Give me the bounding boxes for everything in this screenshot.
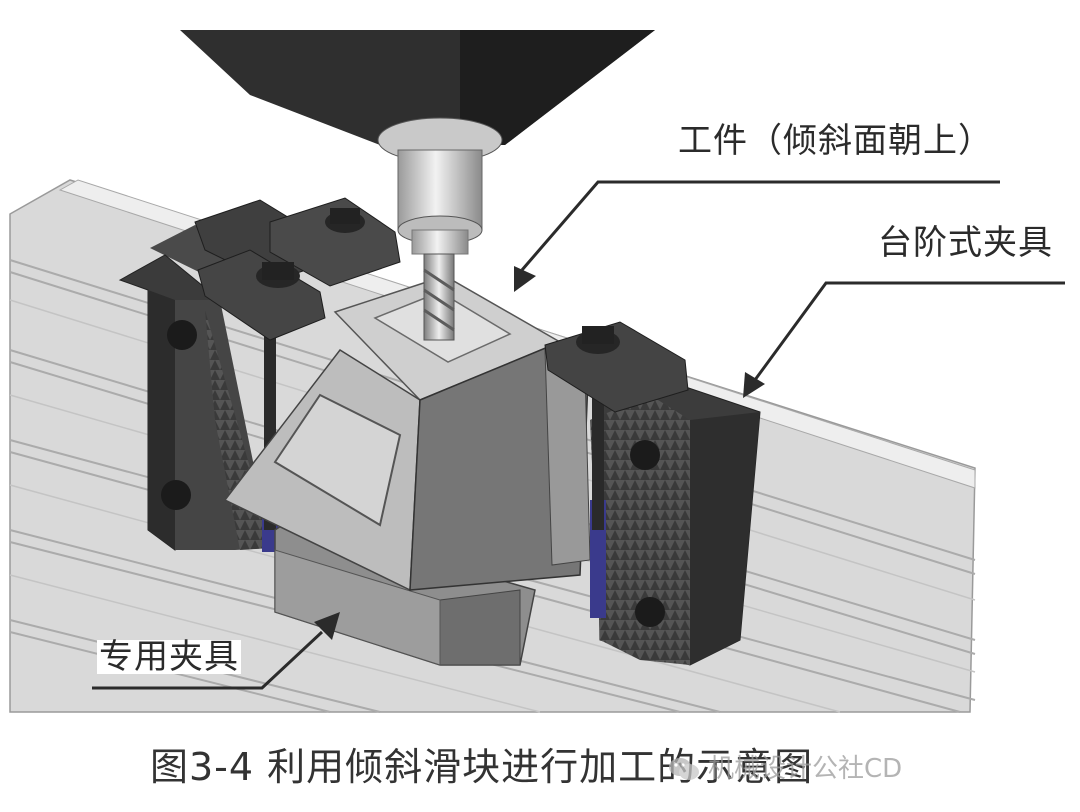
- step-fixture-label: 台阶式夹具: [878, 223, 1053, 263]
- special-fixture-label: 专用夹具: [97, 637, 241, 677]
- leader-lines: [92, 180, 1065, 690]
- watermark: 机械设计公社CD: [668, 756, 902, 782]
- end-mill: [423, 253, 455, 341]
- figure-caption: 图3-4 利用倾斜滑块进行加工的示意图: [150, 745, 814, 789]
- wechat-icon: [669, 758, 699, 780]
- watermark-text: 机械设计公社CD: [708, 754, 903, 784]
- workpiece-label: 工件（倾斜面朝上）: [678, 121, 993, 161]
- right-step-fixture: [544, 321, 761, 666]
- workpiece: [223, 275, 591, 592]
- spindle: [180, 30, 655, 255]
- leader-arrowheads: [314, 266, 765, 640]
